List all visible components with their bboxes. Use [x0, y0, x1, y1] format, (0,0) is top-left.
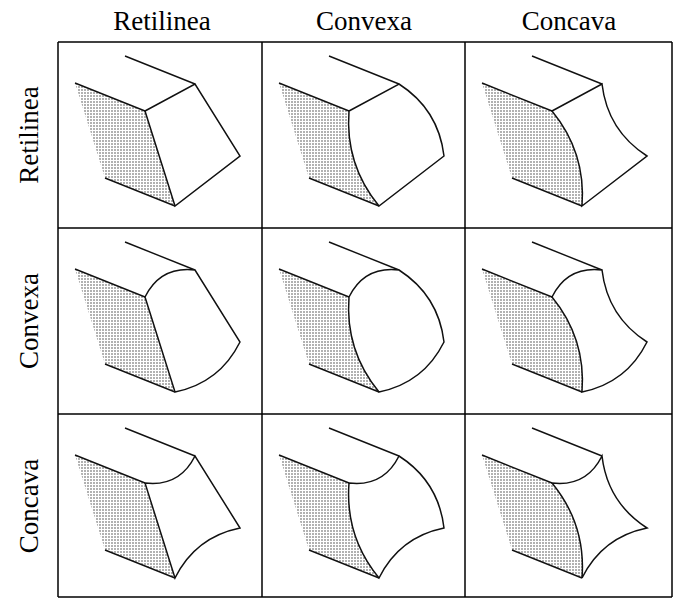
bevel-face — [552, 456, 647, 578]
bar-edge — [125, 242, 195, 270]
grid-line — [261, 42, 263, 597]
bar-edge — [105, 178, 175, 206]
grid-line — [464, 42, 466, 597]
bevel-cell — [482, 242, 647, 392]
bevel-face — [552, 84, 647, 206]
grid-line — [58, 596, 672, 598]
row-header: Convexa — [16, 273, 43, 369]
bevel-face — [349, 84, 444, 206]
bevel-cell — [482, 56, 647, 206]
bar-edge — [482, 83, 552, 111]
bevel-cell — [279, 242, 444, 392]
column-header: Concava — [522, 8, 616, 35]
bevel-figure — [482, 242, 647, 392]
bevel-figure — [482, 56, 647, 206]
bevel-cell — [482, 428, 647, 578]
bevel-face — [145, 270, 240, 392]
bevel-drawings — [75, 56, 647, 578]
column-header: Retilinea — [113, 8, 210, 35]
bar-edge — [532, 242, 602, 270]
bar-edge — [105, 364, 175, 392]
bar-edge — [125, 428, 195, 456]
bar-edge — [482, 455, 552, 483]
bar-edge — [512, 364, 582, 392]
bevel-figure — [279, 56, 444, 206]
table-grid — [58, 42, 672, 597]
bar-edge — [75, 455, 145, 483]
bevel-figure — [75, 428, 240, 578]
bar-edge — [125, 56, 195, 84]
bevel-figure — [279, 428, 444, 578]
bar-edge — [329, 242, 399, 270]
grid-line — [58, 227, 672, 229]
bar-edge — [75, 83, 145, 111]
bar-edge — [105, 550, 175, 578]
bevel-cell — [75, 428, 240, 578]
bevel-figure — [75, 56, 240, 206]
bar-edge — [512, 550, 582, 578]
column-header: Convexa — [316, 8, 412, 35]
bevel-cell — [75, 242, 240, 392]
bar-edge — [279, 269, 349, 297]
row-header: Concava — [16, 459, 43, 553]
bar-edge — [532, 56, 602, 84]
bar-edge — [482, 269, 552, 297]
side-face — [482, 83, 582, 206]
bar-edge — [512, 178, 582, 206]
bevel-cell — [279, 428, 444, 578]
bevel-figure — [75, 242, 240, 392]
bevel-face — [349, 456, 444, 578]
bevel-cell — [75, 56, 240, 206]
side-face — [482, 455, 582, 578]
bar-edge — [75, 269, 145, 297]
bevel-cell — [279, 56, 444, 206]
bevel-figure — [279, 242, 444, 392]
bevel-face — [349, 270, 444, 392]
grid-line — [58, 41, 672, 43]
grid-line — [671, 42, 673, 597]
grid-line — [58, 413, 672, 415]
grid-line — [57, 42, 59, 597]
bevel-face — [552, 270, 647, 392]
bar-edge — [279, 455, 349, 483]
bar-edge — [532, 428, 602, 456]
bar-edge — [279, 83, 349, 111]
bevel-figure — [482, 428, 647, 578]
bar-edge — [329, 56, 399, 84]
bevel-face — [145, 456, 240, 578]
bevel-face — [145, 84, 240, 206]
bar-edge — [329, 428, 399, 456]
row-header: Retilinea — [16, 86, 43, 183]
